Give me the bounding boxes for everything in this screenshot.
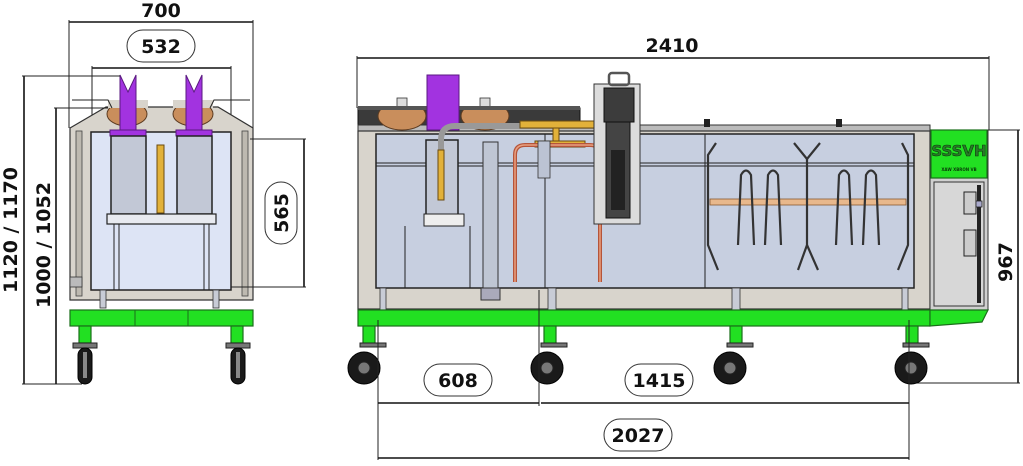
dim-overall-width: 700: [68, 0, 254, 128]
dim-label-overall-length: 2410: [646, 35, 699, 57]
dim-wheel-spacing-1: 608: [377, 290, 540, 460]
brass-manifold: [519, 120, 607, 129]
dim-tank-height: 565: [231, 138, 306, 288]
dim-label-overall-height: 967: [995, 242, 1017, 282]
dim-label-wheel-spacing-2: 1415: [633, 370, 686, 392]
filter-cylinder: [110, 135, 147, 215]
caster-wheel: [225, 342, 251, 385]
front-view: 700 532: [0, 0, 306, 385]
side-view: 2410: [347, 35, 1020, 460]
dim-wheel-base: 2027: [378, 418, 909, 459]
switch-box: [963, 191, 977, 215]
purple-housing: [426, 74, 460, 131]
purple-nozzle: [119, 74, 137, 131]
caster-wheel: [894, 325, 930, 385]
control-panel-logo-area: [930, 129, 988, 179]
dim-label-height-max: 1120 / 1170: [0, 167, 22, 293]
filter-cylinder: [176, 135, 213, 215]
dim-height-work: 1000 / 1052: [33, 107, 108, 384]
dim-label-wheel-base: 2027: [612, 425, 665, 447]
caster-wheel: [72, 342, 98, 385]
dim-label-wheel-spacing-1: 608: [438, 370, 478, 392]
front-green-base: [69, 309, 254, 327]
dim-height-max: 1120 / 1170: [0, 75, 120, 385]
dim-label-inner-width: 532: [141, 36, 181, 58]
drain-valve: [69, 276, 83, 288]
panel-subtext: XAW XBRON VB: [941, 167, 976, 172]
switch-box: [963, 229, 977, 257]
purple-nozzle: [185, 74, 203, 131]
vertical-pipe: [482, 141, 499, 289]
dim-label-height-work: 1000 / 1052: [33, 182, 55, 308]
caster-wheel: [347, 325, 387, 385]
grey-pipe: [438, 123, 600, 175]
dim-label-tank-height: 565: [271, 193, 293, 233]
caster-wheel: [713, 325, 754, 385]
dim-wheel-spacing-2: 1415: [541, 320, 910, 460]
dim-overall-height: 967: [911, 129, 1020, 384]
panel-logo: SSSVH: [931, 142, 986, 160]
hanger-rack: [706, 142, 910, 271]
brass-pipe: [156, 144, 165, 214]
dim-overall-length: 2410: [356, 35, 990, 130]
side-tank: [375, 133, 915, 289]
dim-label-overall-width: 700: [141, 0, 181, 22]
caster-wheel: [530, 325, 568, 385]
side-green-base: [357, 309, 931, 327]
